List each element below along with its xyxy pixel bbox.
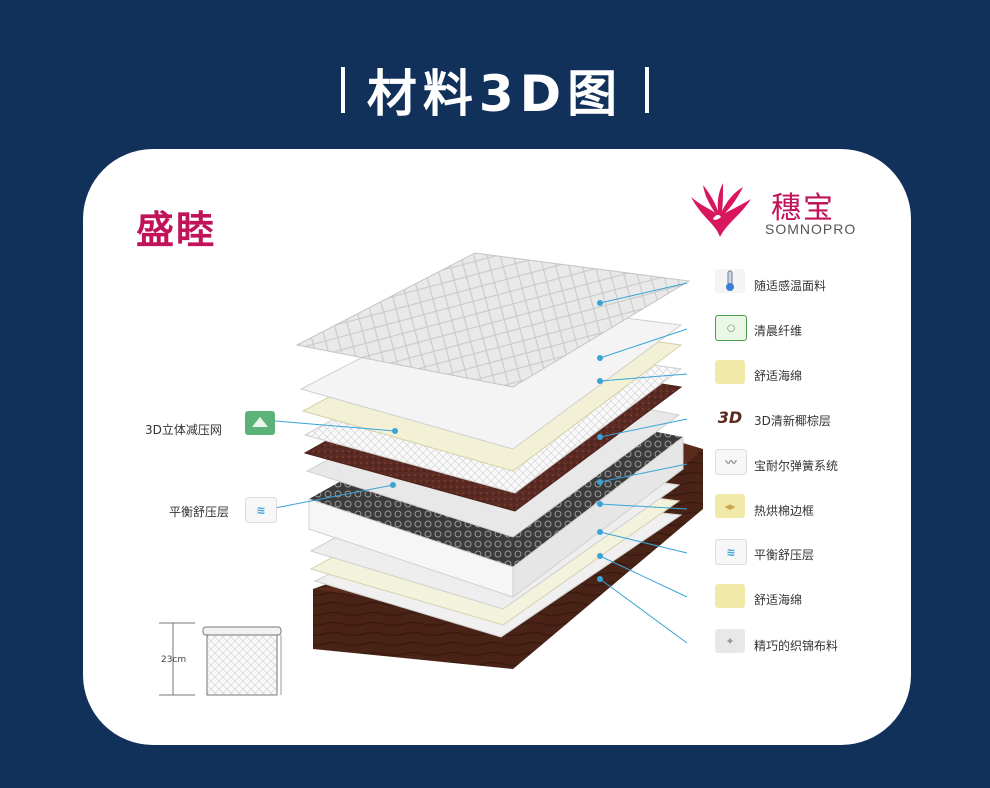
- title-bar-left: [341, 67, 345, 113]
- label-comfort-sponge: 舒适海绵: [754, 367, 802, 384]
- label-comfort-sponge-lower: 舒适海绵: [754, 591, 802, 608]
- edge-frame-icon: ◂▸: [715, 494, 745, 518]
- balance-layer-left-icon: ≋: [245, 497, 277, 523]
- thermometer-icon: [715, 269, 745, 293]
- sponge-icon: [715, 360, 745, 384]
- label-edge-frame: 热烘棉边框: [754, 502, 814, 519]
- page-title: 材料3D图: [367, 54, 623, 126]
- spring-coil-icon: 〰: [715, 449, 747, 475]
- page-header: 材料3D图: [0, 60, 990, 120]
- label-spring-system: 宝耐尔弹簧系统: [754, 457, 838, 474]
- label-brocade-fabric: 精巧的织锦布料: [754, 637, 838, 654]
- label-morning-fiber: 清晨纤维: [754, 322, 802, 339]
- balance-layer-icon: ≋: [715, 539, 747, 565]
- label-3d-mesh: 3D立体减压网: [145, 421, 222, 438]
- sponge-icon-lower: [715, 584, 745, 608]
- label-balance-layer: 平衡舒压层: [754, 546, 814, 563]
- label-balance-layer-left: 平衡舒压层: [169, 503, 229, 520]
- mesh-3d-icon: [245, 411, 275, 435]
- brocade-fabric-icon: ✦: [715, 629, 745, 653]
- height-label: 23cm: [161, 655, 186, 665]
- coir-3d-icon: 3D: [715, 405, 745, 429]
- material-card: 盛睦 穗宝 SOMNOPRO: [83, 149, 911, 745]
- fiber-badge-icon: ◯: [715, 315, 747, 341]
- label-3d-coir: 3D清新椰棕层: [754, 412, 831, 429]
- label-temp-fabric: 随适感温面料: [754, 277, 826, 294]
- mattress-layers-diagram: [83, 149, 911, 745]
- title-bar-right: [645, 67, 649, 113]
